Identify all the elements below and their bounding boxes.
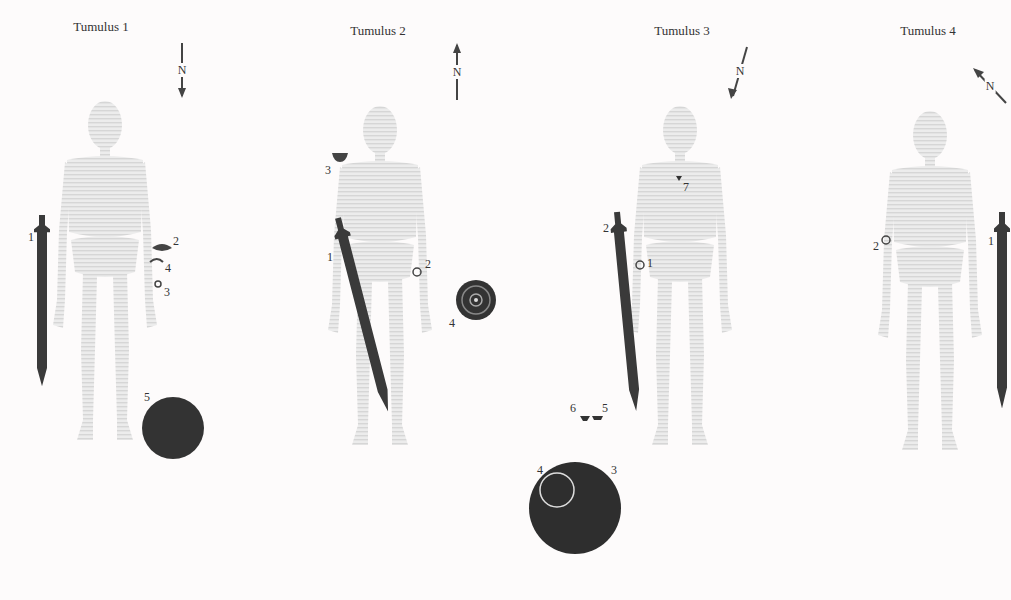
- callout-number: 3: [611, 464, 617, 476]
- callout-number: 1: [28, 231, 34, 243]
- callout-number: 1: [988, 235, 994, 247]
- callout-number: 2: [873, 240, 879, 252]
- tumulus-title: Tumulus 1: [73, 20, 129, 33]
- callout-number: 6: [570, 402, 576, 414]
- callout-number: 5: [602, 402, 608, 414]
- callout-number: 2: [425, 258, 431, 270]
- callout-number: 2: [173, 235, 179, 247]
- north-label: N: [985, 79, 996, 93]
- callout-number: 2: [603, 222, 609, 234]
- callout-number: 1: [647, 257, 653, 269]
- tumulus-title: Tumulus 2: [350, 24, 406, 37]
- callout-number: 7: [683, 181, 689, 193]
- callout-number: 3: [164, 286, 170, 298]
- callout-number: 4: [165, 262, 171, 274]
- callout-number: 3: [325, 164, 331, 176]
- north-label: N: [177, 63, 188, 77]
- callout-number: 5: [144, 391, 150, 403]
- callout-number: 4: [449, 317, 455, 329]
- tumulus-title: Tumulus 3: [654, 24, 710, 37]
- north-label: N: [452, 65, 463, 79]
- north-label: N: [735, 64, 746, 78]
- callout-number: 1: [327, 251, 333, 263]
- tumulus-title: Tumulus 4: [900, 24, 956, 37]
- callout-number: 4: [537, 464, 543, 476]
